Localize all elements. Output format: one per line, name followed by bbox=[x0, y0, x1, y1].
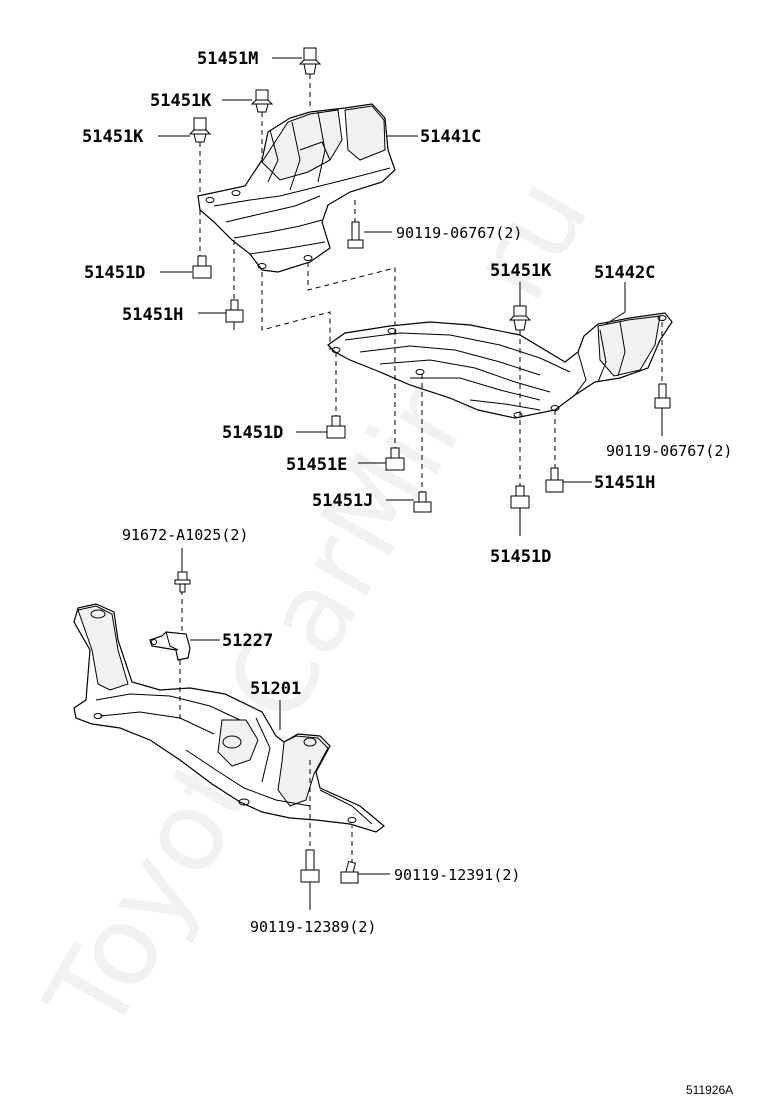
label-51227: 51227 bbox=[222, 631, 273, 651]
clip-51451e-icon bbox=[385, 447, 405, 471]
bolt-upper-icon bbox=[347, 221, 364, 249]
bolt-front-icon bbox=[340, 860, 359, 884]
leader-lines bbox=[158, 57, 663, 910]
bolt-right-icon bbox=[654, 383, 671, 409]
label-51441c: 51441C bbox=[420, 127, 481, 147]
fasteners bbox=[174, 47, 671, 884]
engine-under-cover-upper bbox=[197, 103, 396, 273]
bracket-part bbox=[149, 631, 191, 661]
bolt-91672-icon bbox=[174, 571, 191, 593]
engine-under-cover-lower bbox=[327, 312, 673, 419]
clip-51451k-center-icon bbox=[508, 305, 532, 331]
bolt-51451h-left-icon bbox=[225, 299, 244, 330]
label-51451e: 51451E bbox=[286, 455, 347, 475]
clip-51451k-left-icon bbox=[188, 117, 212, 143]
bolt-rear-icon bbox=[300, 849, 320, 883]
label-bolt-upper: 90119-06767(2) bbox=[396, 224, 522, 242]
label-bolt-right: 90119-06767(2) bbox=[606, 442, 732, 460]
label-51201: 51201 bbox=[250, 679, 301, 699]
label-51451k-left: 51451K bbox=[82, 127, 144, 147]
label-51451h-right: 51451H bbox=[594, 473, 655, 493]
label-51451k-top: 51451K bbox=[150, 91, 212, 111]
clip-51451d-bottom-icon bbox=[510, 485, 530, 509]
label-51451d-middle: 51451D bbox=[222, 423, 283, 443]
clip-51451m-icon bbox=[298, 47, 322, 75]
label-bolt-rear: 90119-12389(2) bbox=[250, 918, 376, 936]
label-51451d-bottom: 51451D bbox=[490, 547, 551, 567]
label-51451d-left: 51451D bbox=[84, 263, 145, 283]
label-bolt-front: 90119-12391(2) bbox=[394, 866, 520, 884]
bolt-51451h-right-icon bbox=[545, 467, 564, 493]
label-91672: 91672-A1025(2) bbox=[122, 526, 248, 544]
clip-51451d-left-icon bbox=[192, 255, 212, 279]
clip-51451k-top-icon bbox=[250, 89, 274, 113]
label-51451h-left: 51451H bbox=[122, 305, 183, 325]
label-51451j: 51451J bbox=[312, 491, 373, 511]
label-51442c: 51442C bbox=[594, 263, 655, 283]
label-51451m: 51451M bbox=[197, 49, 258, 69]
diagram-id: 511926A bbox=[686, 1083, 733, 1097]
label-51451k-center: 51451K bbox=[490, 261, 552, 281]
clip-51451d-middle-icon bbox=[326, 415, 346, 439]
front-suspension-crossmember bbox=[73, 603, 385, 833]
